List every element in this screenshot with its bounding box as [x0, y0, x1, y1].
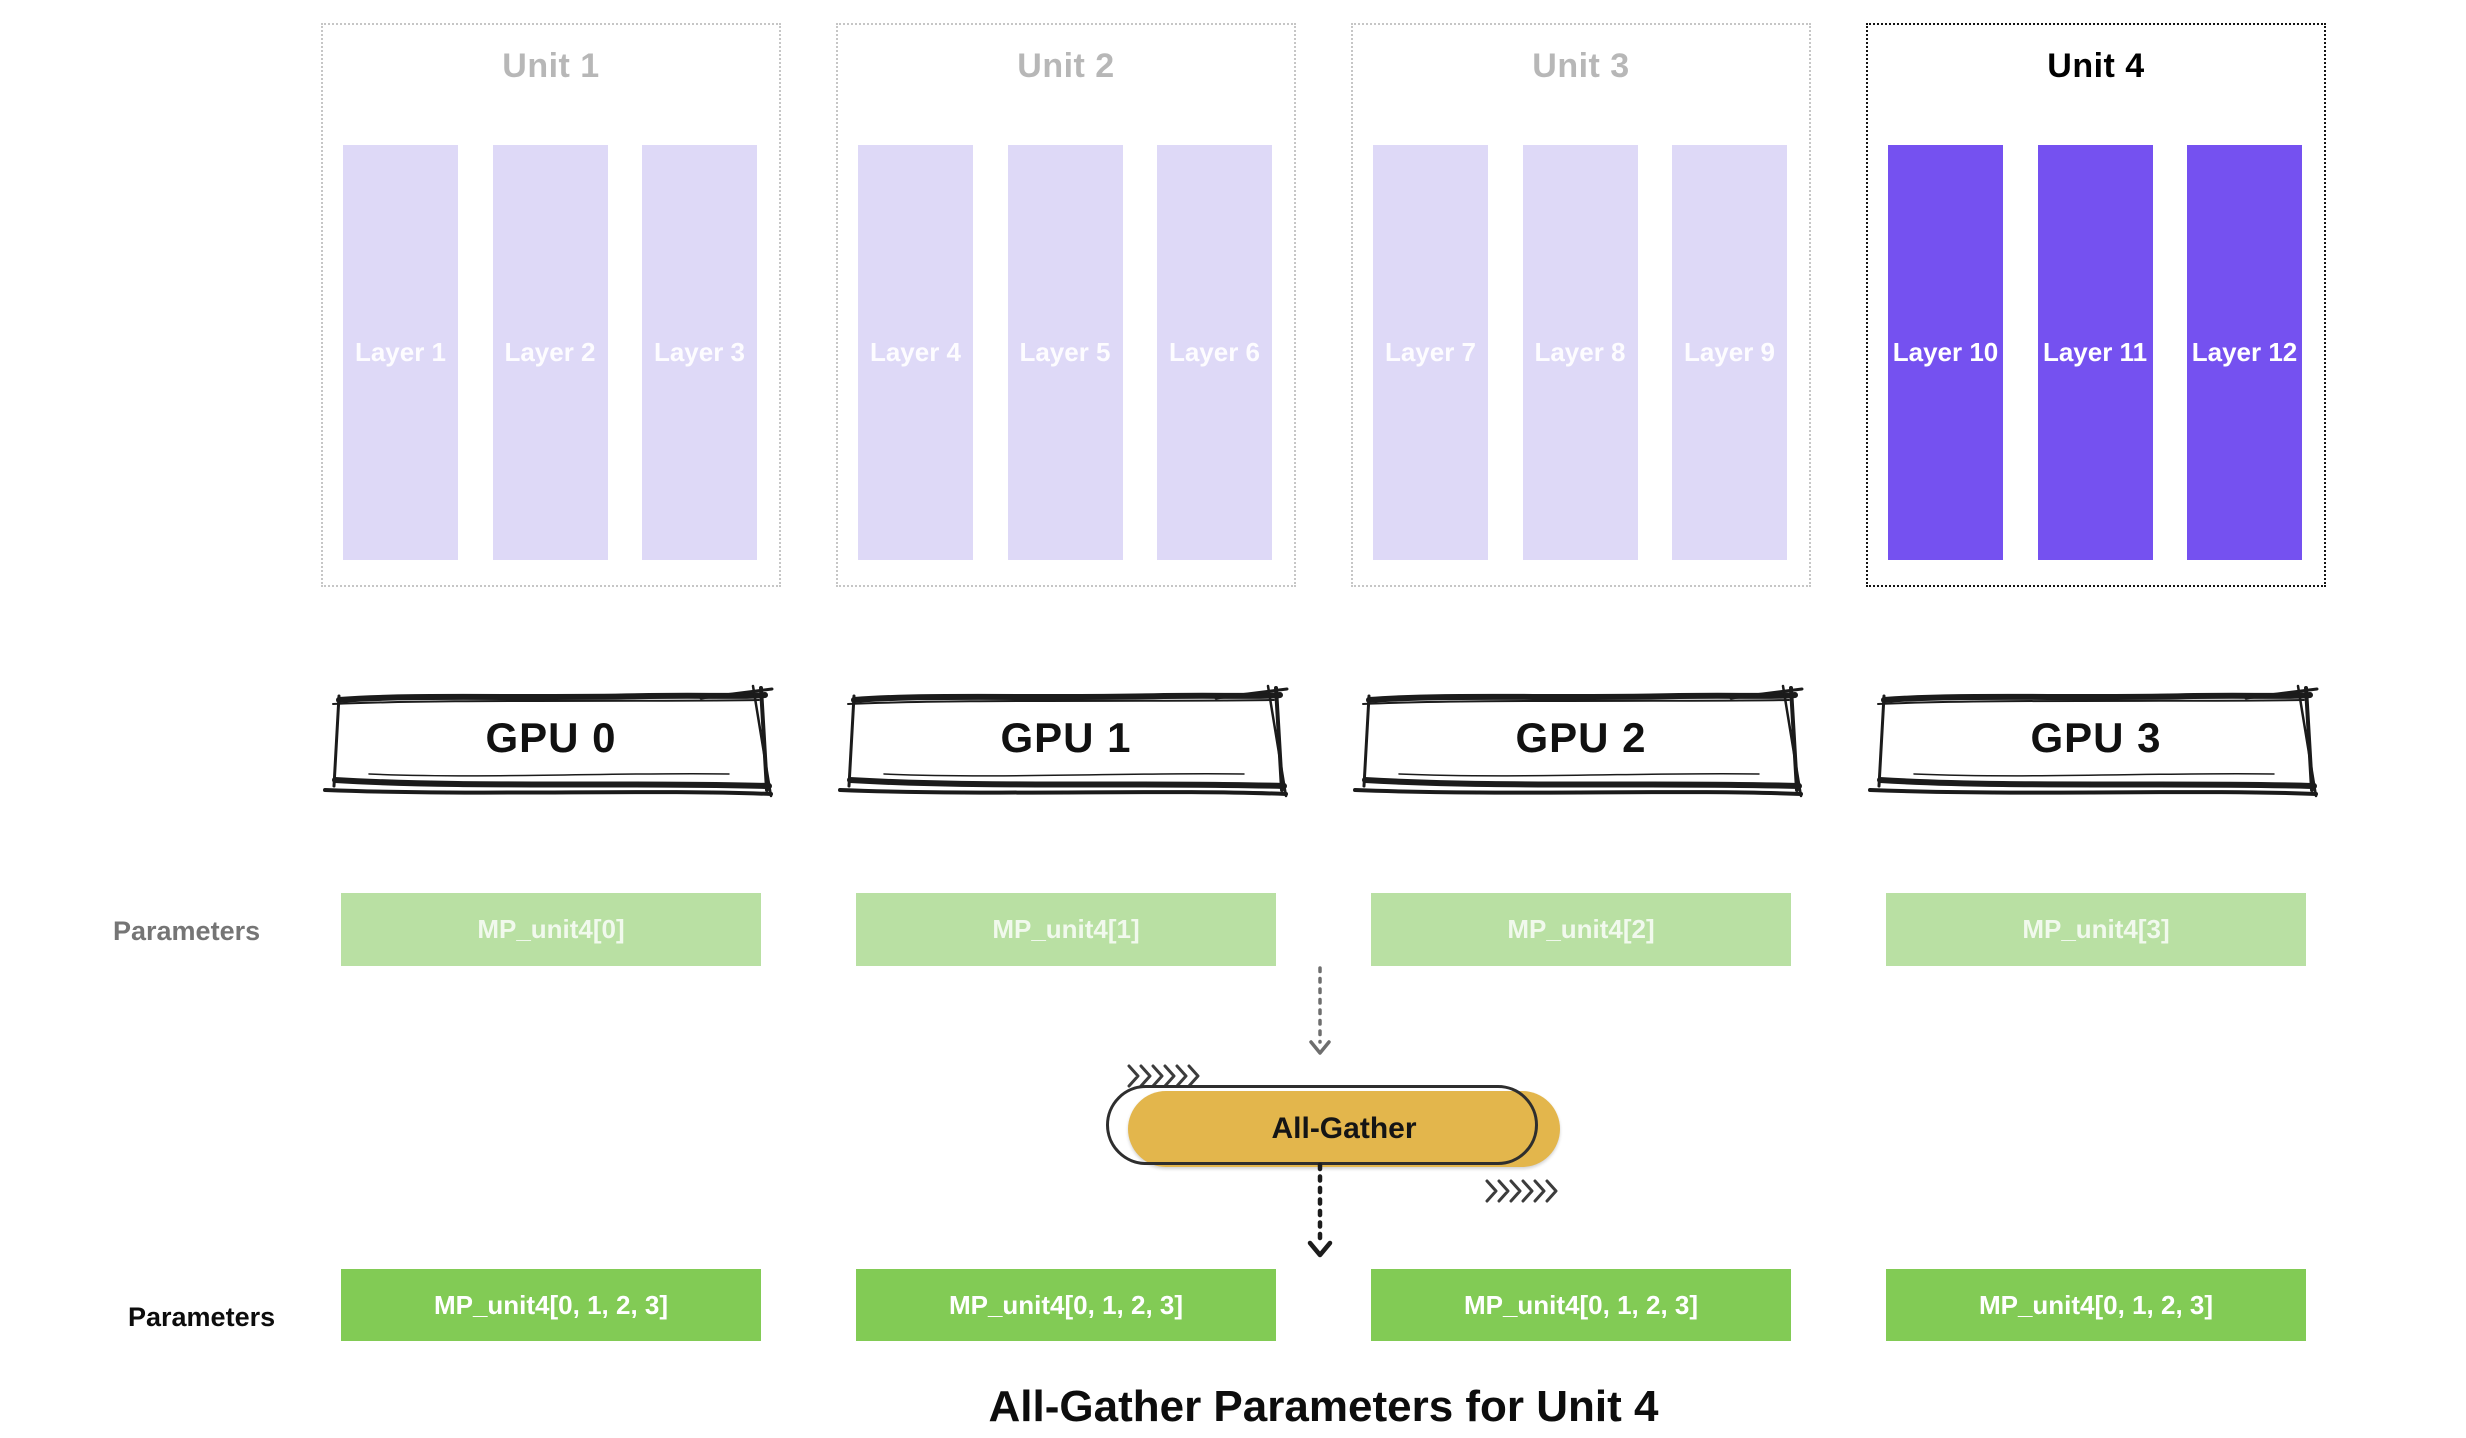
layer-group: Layer 7 Layer 8 Layer 9 [1373, 145, 1787, 560]
gpu-label: GPU 1 [1000, 714, 1132, 761]
unit-title: Unit 4 [2047, 47, 2145, 85]
parameters-label-sharded: Parameters [113, 916, 261, 946]
layer-label: Layer 6 [1168, 337, 1261, 367]
all-gather-fill [1128, 1091, 1560, 1167]
layer-bar: Layer 10 [1888, 145, 2003, 560]
layer-bar: Layer 5 [1007, 145, 1123, 560]
sketch-frame-icon [1868, 684, 2319, 798]
all-gather-label: All-Gather [1271, 1112, 1417, 1145]
unit-title: Unit 3 [1532, 47, 1630, 85]
gpu-box-0: GPU 0 [321, 684, 781, 804]
parameters-label-gathered: Parameters [128, 1302, 276, 1332]
unit-box-2: Unit 2 Layer 4 Layer 5 Layer 6 [836, 23, 1296, 587]
unit-box-1: Unit 1 Layer 1 Layer 2 Layer 3 [321, 23, 781, 587]
layer-bar: Layer 3 [642, 145, 757, 560]
layer-bar: Layer 11 [2037, 145, 2153, 560]
layer-label: Layer 2 [504, 337, 596, 367]
layer-bar: Layer 8 [1522, 145, 1638, 560]
dotted-arrow-icon [1307, 1162, 1333, 1258]
layer-label: Layer 11 [2042, 337, 2148, 367]
layer-label: Layer 1 [354, 337, 447, 367]
layer-bar: Layer 6 [1157, 145, 1272, 560]
all-gather-node: All-Gather [1106, 1085, 1564, 1171]
sharded-param-box: MP_unit4[2] [1371, 893, 1791, 966]
sharded-param-box: MP_unit4[3] [1886, 893, 2306, 966]
gpu-label: GPU 2 [1515, 714, 1647, 761]
gpu-label: GPU 0 [485, 714, 617, 761]
layer-label: Layer 7 [1384, 337, 1477, 367]
layer-bar: Layer 4 [858, 145, 973, 560]
chevrons-icon [1127, 1064, 1200, 1088]
layer-bar: Layer 12 [2187, 145, 2302, 560]
gpu-box-2: GPU 2 [1351, 684, 1811, 804]
sketch-frame-icon [838, 684, 1289, 798]
layer-bar: Layer 9 [1672, 145, 1787, 560]
diagram-caption: All-Gather Parameters for Unit 4 [988, 1382, 1659, 1431]
unit-box-3: Unit 3 Layer 7 Layer 8 Layer 9 [1351, 23, 1811, 587]
layer-group: Layer 1 Layer 2 Layer 3 [343, 145, 757, 560]
layer-label: Layer 3 [653, 337, 746, 367]
layer-label: Layer 4 [869, 337, 962, 367]
unit-box-4-active: Unit 4 Layer 10 Layer 11 Layer 12 [1866, 23, 2326, 587]
gpu-box-1: GPU 1 [836, 684, 1296, 804]
layer-label: Layer 12 [2191, 337, 2298, 367]
layer-bar: Layer 7 [1373, 145, 1488, 560]
sketch-frame-icon [1353, 684, 1804, 798]
unit-title: Unit 1 [502, 47, 600, 85]
sketch-frame-icon [323, 684, 774, 798]
gpu-label: GPU 3 [2030, 714, 2162, 761]
layer-label: Layer 5 [1019, 337, 1111, 367]
layer-group: Layer 10 Layer 11 Layer 12 [1888, 145, 2302, 560]
layer-label: Layer 8 [1534, 337, 1626, 367]
gathered-param-box: MP_unit4[0, 1, 2, 3] [1371, 1269, 1791, 1341]
layer-group: Layer 4 Layer 5 Layer 6 [858, 145, 1272, 560]
gathered-param-box: MP_unit4[0, 1, 2, 3] [1886, 1269, 2306, 1341]
layer-bar: Layer 1 [343, 145, 458, 560]
gathered-param-box: MP_unit4[0, 1, 2, 3] [341, 1269, 761, 1341]
gpu-box-3: GPU 3 [1866, 684, 2326, 804]
unit-title: Unit 2 [1017, 47, 1115, 85]
layer-label: Layer 9 [1683, 337, 1776, 367]
all-gather-outline [1106, 1085, 1538, 1165]
layer-label: Layer 10 [1892, 337, 1999, 367]
dotted-arrow-icon [1309, 966, 1331, 1055]
layer-bar: Layer 2 [492, 145, 608, 560]
chevrons-icon [1485, 1179, 1558, 1203]
sharded-param-box: MP_unit4[0] [341, 893, 761, 966]
sharded-param-box: MP_unit4[1] [856, 893, 1276, 966]
gathered-param-box: MP_unit4[0, 1, 2, 3] [856, 1269, 1276, 1341]
